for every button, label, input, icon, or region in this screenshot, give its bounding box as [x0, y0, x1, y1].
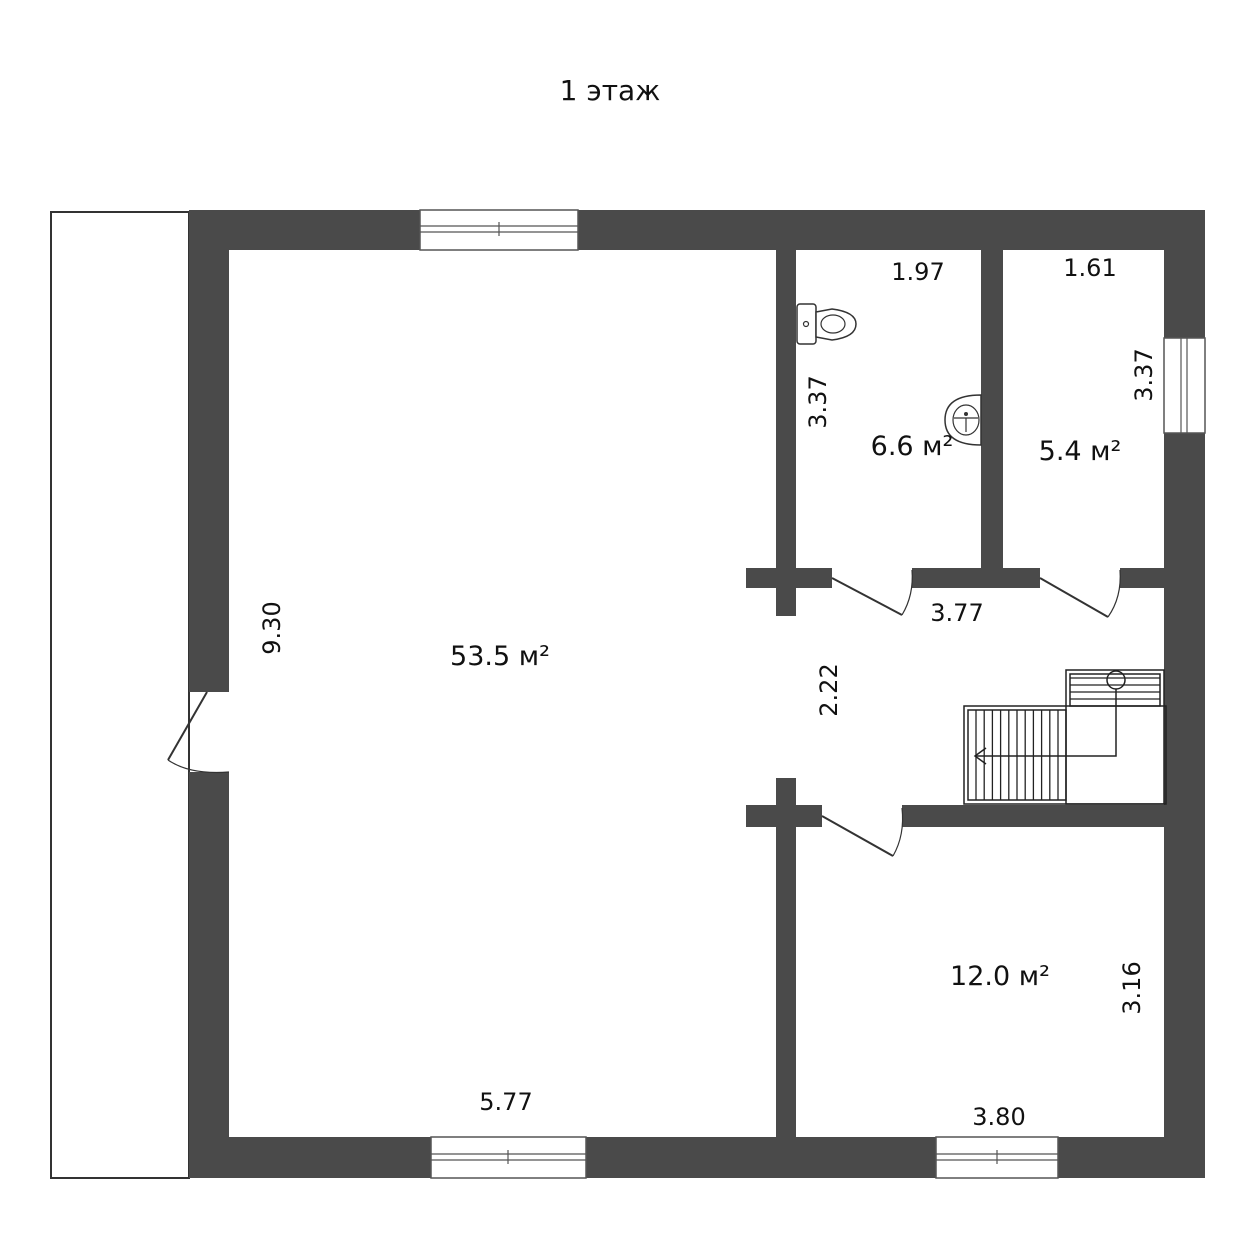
window-top — [419, 209, 579, 251]
storage-area: 5.4 м² — [1039, 436, 1122, 467]
bedroom-width: 3.80 — [972, 1103, 1025, 1131]
hall-width: 3.77 — [930, 599, 983, 627]
bathroom-door-icon — [831, 569, 913, 616]
bathroom-area: 6.6 м² — [871, 431, 954, 462]
storage-height: 3.37 — [1130, 348, 1158, 401]
bedroom-door-icon — [821, 807, 904, 857]
staircase-icon — [963, 669, 1167, 805]
interior-walls — [746, 248, 1166, 1140]
living-room-width: 5.77 — [479, 1088, 532, 1116]
storage-door-icon — [1039, 569, 1121, 618]
stair-treads — [975, 677, 1160, 800]
hall-height: 2.22 — [815, 663, 843, 716]
bathroom-width: 1.97 — [891, 258, 944, 286]
terrace-outline — [50, 211, 190, 1179]
outer-walls — [189, 210, 1205, 1178]
living-room-area: 53.5 м² — [450, 641, 550, 672]
window-bottom-right — [935, 1136, 1059, 1179]
bedroom-height: 3.16 — [1118, 961, 1146, 1014]
bathroom-height: 3.37 — [804, 375, 832, 428]
sink-icon — [944, 394, 982, 446]
toilet-icon — [796, 303, 857, 345]
living-room-height: 9.30 — [258, 601, 286, 654]
entrance-door-icon — [167, 691, 230, 774]
bedroom-area: 12.0 м² — [950, 961, 1050, 992]
floor-title: 1 этаж — [560, 74, 661, 107]
storage-width: 1.61 — [1063, 254, 1116, 282]
window-bottom-left — [430, 1136, 587, 1179]
window-right — [1163, 337, 1206, 434]
